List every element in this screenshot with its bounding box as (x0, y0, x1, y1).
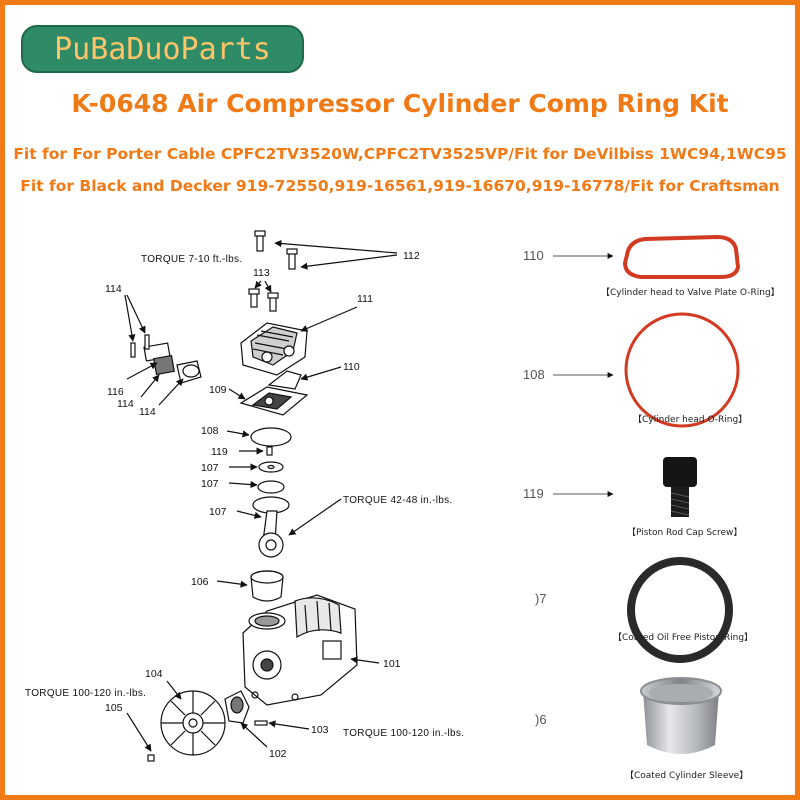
label-114-mid: 114 (117, 398, 134, 410)
label-107-ring: 107 (201, 478, 219, 490)
torque-fan: TORQUE 100-120 in.-lbs. (25, 688, 146, 699)
screw-119-icon (266, 446, 273, 456)
caption-110: 【Cylinder head to Valve Plate O-Ring】 (601, 288, 780, 298)
label-116: 116 (107, 386, 124, 398)
piston-ring-icon (627, 557, 733, 663)
oval-o-ring-icon (622, 234, 741, 279)
torque-head: TORQUE 7-10 ft.-lbs. (141, 254, 242, 265)
part-callouts: 110 108 119 )7 )6 (523, 234, 741, 754)
torque-pulley: TORQUE 100-120 in.-lbs. (343, 728, 464, 739)
label-102: 102 (269, 748, 287, 760)
product-title: K-0648 Air Compressor Cylinder Comp Ring… (71, 89, 729, 118)
fitment-line-2: Fit for Black and Decker 919-72550,919-1… (20, 177, 780, 195)
part-number-106: )6 (535, 712, 547, 727)
diagram-labels: 112 113 111 114 116 114 114 110 109 108 … (25, 250, 464, 760)
label-114-top: 114 (105, 283, 122, 295)
label-104: 104 (145, 668, 163, 680)
label-103: 103 (311, 724, 329, 736)
crankcase-101-icon (242, 594, 358, 706)
label-114-low: 114 (139, 406, 156, 418)
pulley-102-icon (224, 690, 250, 724)
torque-rod: TORQUE 42-48 in.-lbs. (343, 495, 452, 506)
label-113: 113 (253, 267, 270, 279)
brand-logo: PuBaDuoParts (21, 25, 304, 73)
label-107-washer: 107 (201, 462, 219, 474)
fan-screw-105-icon (147, 754, 155, 762)
socket-cap-screw-icon (663, 457, 697, 517)
valve-plate-109-icon (239, 386, 309, 416)
washer-107-icon (258, 461, 284, 473)
bolt-112-icon (254, 230, 298, 270)
part-number-107: )7 (535, 591, 547, 606)
label-101: 101 (383, 658, 401, 670)
part-number-119: 119 (523, 486, 544, 501)
round-o-ring-icon (624, 312, 740, 428)
cylinder-sleeve-icon (640, 677, 722, 754)
line-drawing (124, 230, 398, 762)
label-109: 109 (209, 384, 227, 396)
fitment-line-1: Fit for For Porter Cable CPFC2TV3520W,CP… (13, 145, 787, 163)
label-119: 119 (211, 446, 228, 458)
caption-119: 【Piston Rod Cap Screw】 (627, 528, 743, 538)
piston-ring-107-icon (257, 480, 285, 494)
bolt-113-icon (248, 288, 279, 312)
label-110: 110 (343, 361, 360, 373)
part-number-108: 108 (523, 367, 545, 382)
intake-filter-116-icon (130, 334, 202, 384)
brand-name: PuBaDuoParts (54, 32, 271, 67)
connecting-rod-107-icon (252, 496, 290, 558)
part-number-110: 110 (523, 248, 544, 263)
label-111: 111 (357, 293, 373, 305)
label-108: 108 (201, 425, 219, 437)
product-image: PuBaDuoParts K-0648 Air Compressor Cylin… (5, 5, 795, 795)
pulley-screw-103-icon (254, 720, 268, 726)
label-112: 112 (403, 250, 420, 262)
label-106: 106 (191, 576, 209, 588)
caption-106: 【Coated Cylinder Sleeve】 (625, 771, 749, 781)
caption-108: 【Cylinder head O-Ring】 (633, 415, 748, 425)
cylinder-head-111-icon (240, 322, 308, 376)
exploded-parts-diagram: 112 113 111 114 116 114 114 110 109 108 … (25, 230, 741, 762)
fan-104-icon (160, 690, 226, 756)
cylinder-sleeve-106-icon (250, 570, 284, 602)
label-107-rod: 107 (209, 506, 227, 518)
label-105: 105 (105, 702, 123, 714)
caption-107: 【Coated Oil Free Piston Ring】 (613, 633, 754, 643)
o-ring-108-icon (250, 427, 292, 447)
